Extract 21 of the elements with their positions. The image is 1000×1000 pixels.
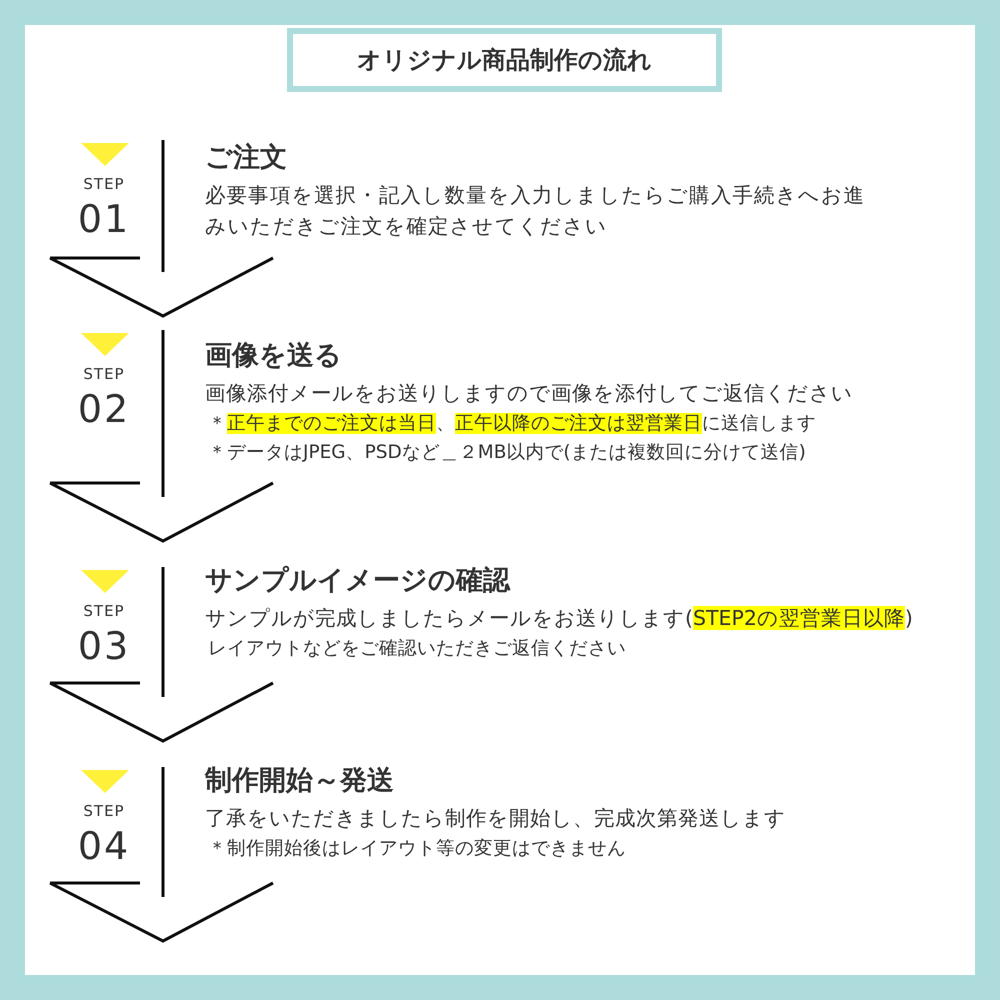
description-text: 画像添付メールをお送りしますので画像を添付してご返信ください (205, 380, 854, 407)
description-text: 必要事項を選択・記入し数量を入力しましたらご購入手続きへお進みいただきご注文を確定させてください (205, 182, 866, 240)
step-label: STEP (82, 175, 126, 193)
step-number: 04 (76, 825, 132, 867)
title: オリジナル商品制作の流れ (287, 28, 722, 92)
step-number: 01 (76, 198, 132, 240)
note-text: ＊データはJPEG、PSDなど＿２MB以内で(または複数回に分けて送信) (208, 441, 807, 465)
note-text: ＊制作開始後はレイアウト等の変更はできません (208, 837, 627, 861)
step-heading: ご注文 (205, 141, 287, 175)
note-text: ＊正午までのご注文は当日、正午以降のご注文は翌営業日に送信します (208, 412, 817, 436)
step-number: 02 (76, 388, 132, 430)
description-text: レイアウトなどをご確認いただきご返信ください (208, 637, 627, 661)
description-text: 了承をいただきましたら制作を開始し、完成次第発送します (205, 805, 787, 832)
step-label: STEP (82, 602, 126, 620)
description-text: サンプルが完成しましたらメールをお送りします(STEP2の翌営業日以降) (205, 605, 914, 632)
step-heading: 画像を送る (205, 339, 342, 373)
step-heading: サンプルイメージの確認 (205, 564, 510, 598)
step-number: 03 (76, 625, 132, 667)
step-label: STEP (82, 365, 126, 383)
step-label: STEP (82, 802, 126, 820)
step-heading: 制作開始～発送 (205, 764, 394, 798)
